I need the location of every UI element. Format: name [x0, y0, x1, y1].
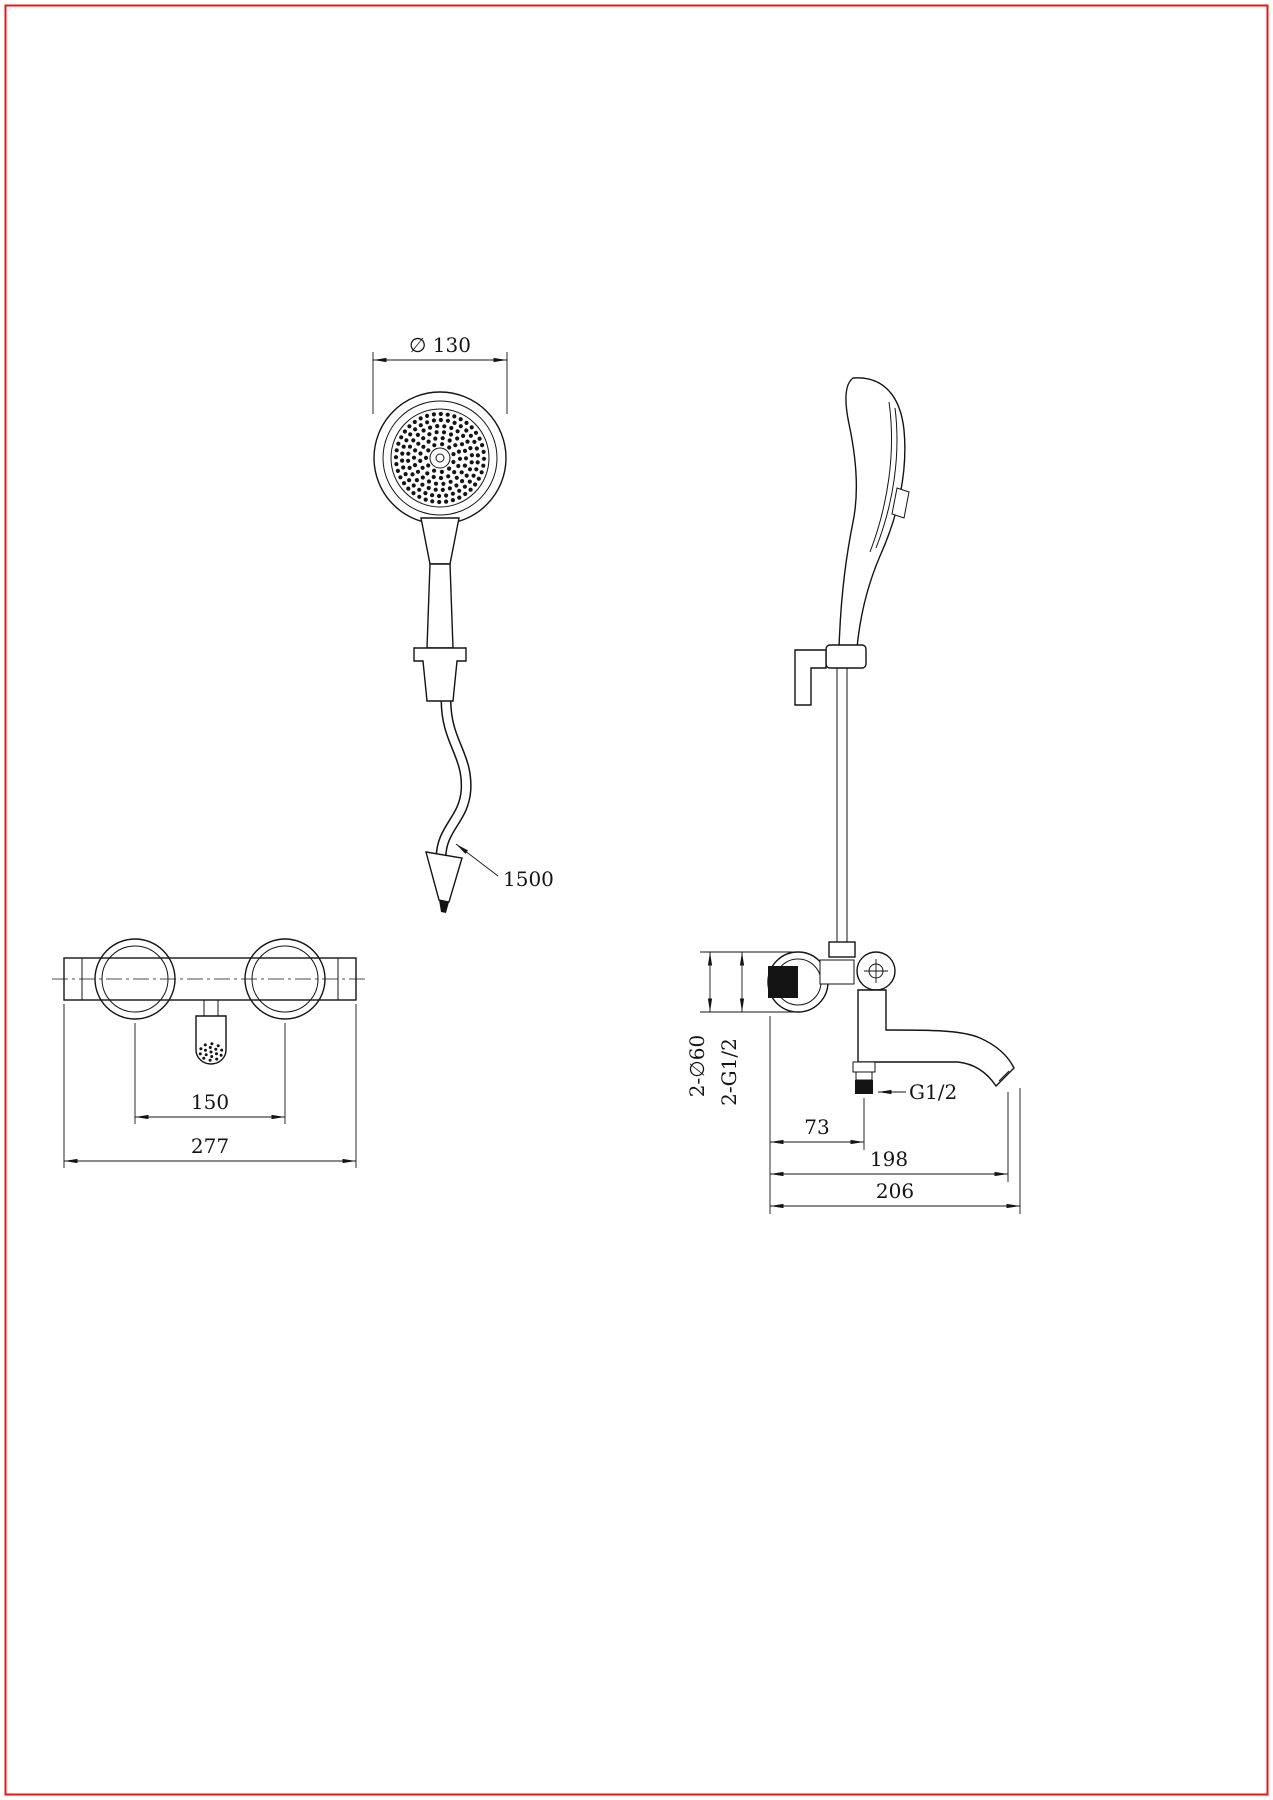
flange-valve-connector	[819, 959, 855, 985]
hose-top-fitting	[828, 941, 856, 958]
right-valve-escutcheon-inner	[251, 945, 319, 1013]
right-valve-escutcheon	[244, 938, 326, 1020]
hand-shower-front-view: ∅ 130 1500	[372, 333, 554, 913]
hose-outlet-collar	[852, 1061, 876, 1073]
shower-holder-front	[413, 647, 467, 702]
sheet-border	[4, 4, 1269, 1796]
dim-hose-outlet-thread: G1/2	[878, 1080, 957, 1104]
wall-connection-section	[768, 966, 798, 998]
head-diameter-label: ∅ 130	[409, 333, 471, 357]
dim-overall-projection: 206	[770, 1088, 1021, 1214]
dim-hose-length: 1500	[455, 843, 554, 891]
dim-wall-to-spout: 198	[770, 1092, 1009, 1182]
hose-end-cone	[425, 851, 463, 903]
mixer-front-view: 150 277	[52, 938, 368, 1168]
shower-head-center-dot	[435, 453, 445, 463]
hose-outlet-thread-label: G1/2	[909, 1080, 957, 1104]
shower-head-spray-ring	[390, 408, 490, 508]
dim-inlet-thread: 2-G1/2	[717, 952, 745, 1106]
dim-wall-to-hose-outlet: 73	[769, 1016, 865, 1214]
spray-nozzle-dots	[393, 411, 487, 505]
spout-outlet-face	[998, 1070, 1010, 1082]
dim-valve-spacing: 150	[134, 1023, 286, 1124]
hose-outlet-nipple	[855, 1071, 873, 1081]
shower-head-face-rim	[382, 400, 498, 516]
overall-width-label: 277	[191, 1134, 229, 1158]
dim-head-diameter: ∅ 130	[372, 333, 508, 414]
dim-escutcheon: 2-∅60	[685, 951, 800, 1097]
shower-neck	[420, 517, 460, 565]
shower-head-center-cap	[429, 447, 451, 469]
left-valve-escutcheon-inner	[101, 945, 169, 1013]
hose-length-label: 1500	[503, 867, 554, 891]
wall-to-spout-label: 198	[870, 1147, 908, 1171]
dim-overall-width: 277	[63, 1004, 357, 1168]
holder-bracket-side	[794, 649, 827, 706]
spray-face-line-inner	[869, 401, 893, 553]
overall-projection-label: 206	[876, 1179, 914, 1203]
wall-to-hose-outlet-label: 73	[804, 1115, 829, 1139]
escutcheon-spec-label: 2-∅60	[685, 1035, 709, 1097]
aerator-dots	[198, 1042, 224, 1062]
inlet-thread-label: 2-G1/2	[717, 1038, 741, 1106]
shower-handle	[426, 563, 454, 649]
holder-clamp-side	[825, 644, 867, 669]
holder-hook-detail	[891, 487, 910, 519]
hose-outlet-thread-section	[855, 1080, 873, 1094]
outlet-body	[195, 1015, 227, 1065]
assembly-side-view: 2-∅60 2-G1/2 G1/2 73 198 206	[685, 377, 1021, 1214]
tub-spout-side	[857, 989, 1015, 1088]
spray-face-line-outer	[875, 407, 898, 549]
left-valve-escutcheon	[94, 938, 176, 1020]
shower-hose	[425, 699, 472, 913]
valve-spacing-label: 150	[191, 1090, 229, 1114]
hose-end-tip	[439, 900, 449, 913]
